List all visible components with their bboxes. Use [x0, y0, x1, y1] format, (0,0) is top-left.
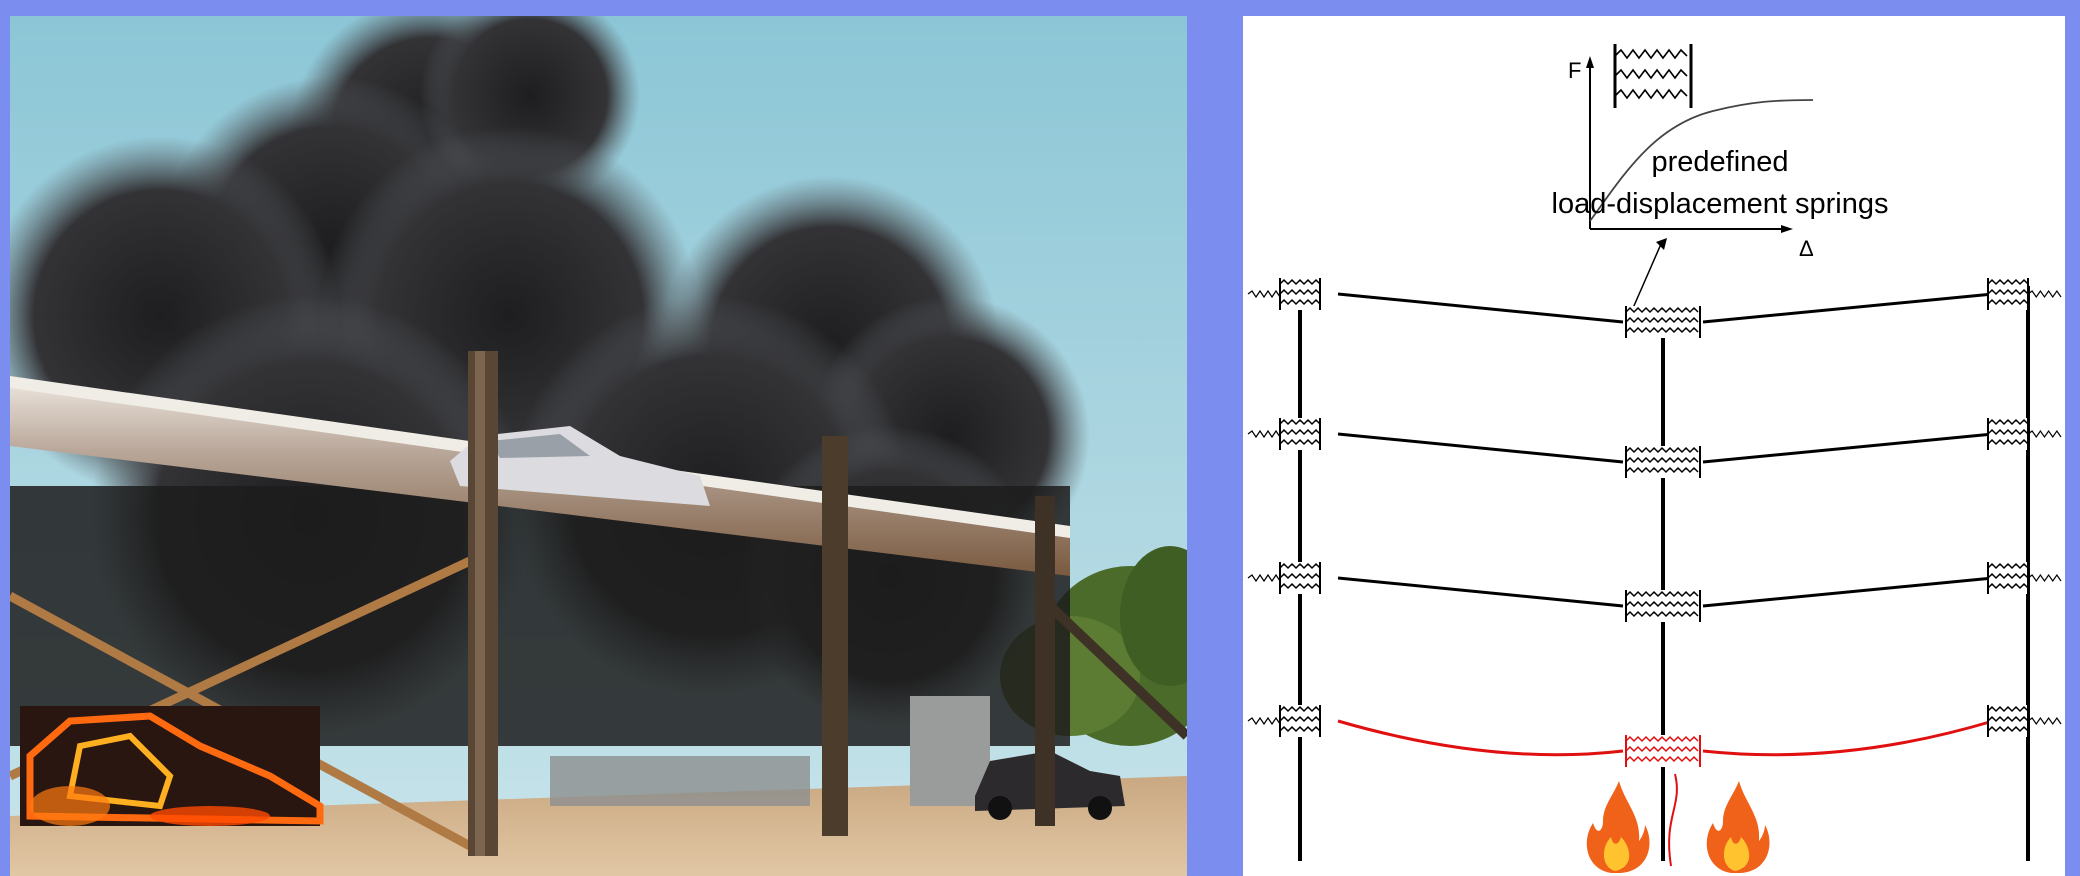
beam-end-spring: [1279, 562, 1321, 594]
concrete-support: [910, 696, 990, 806]
displacement-axis-label: Δ: [1799, 236, 1814, 261]
beam-center-spring: [1625, 735, 1701, 767]
boundary-spring: [2027, 289, 2062, 299]
boundary-spring: [1247, 429, 1281, 439]
beam-center-spring: [1625, 306, 1701, 338]
pointer-line: [1632, 243, 1662, 309]
fire-icon: [1706, 781, 1770, 873]
boundary-spring: [1247, 716, 1281, 726]
car-on-deck: [450, 426, 710, 506]
fire-test-photo-drawing: [10, 16, 1187, 876]
floor-beam: [1337, 576, 1994, 608]
fire-test-photo: [10, 16, 1187, 876]
load-displacement-inset: F Δ predefined load-displacement springs: [1552, 44, 1889, 309]
heated-beam: [1337, 719, 1994, 757]
boundary-spring: [2027, 429, 2062, 439]
structural-frame-diagram: F Δ predefined load-displacement springs: [1243, 16, 2065, 876]
ground: [10, 776, 1187, 876]
beam-end-spring: [1987, 705, 2029, 737]
frame-drawing: F Δ predefined load-displacement springs: [1247, 44, 2062, 873]
force-axis-arrow: [1586, 56, 1594, 68]
floor-beam: [1337, 292, 1994, 324]
beam-end-spring: [1987, 278, 2029, 310]
heated-column-deflection: [1668, 773, 1678, 867]
fire-icon: [1586, 781, 1650, 873]
boundary-spring: [2027, 573, 2062, 583]
floor-beam: [1337, 432, 1994, 464]
spring-icon: [1613, 44, 1693, 108]
burning-car: [20, 706, 324, 826]
caption-line-1: predefined: [1651, 146, 1788, 178]
load-displacement-curve: [1589, 99, 1814, 222]
boundary-spring: [1247, 289, 1281, 299]
caption-line-2: load-displacement springs: [1552, 188, 1889, 220]
frame-columns: [1298, 286, 2030, 861]
beam-end-spring: [1279, 278, 1321, 310]
beam-center-spring: [1625, 446, 1701, 478]
beam-end-spring: [1987, 418, 2029, 450]
floor-beams: [1247, 278, 2062, 767]
beam-end-spring: [1279, 418, 1321, 450]
boundary-spring: [1247, 573, 1281, 583]
boundary-spring: [2027, 716, 2062, 726]
beam-center-spring: [1625, 590, 1701, 622]
steel-columns: [468, 351, 1187, 856]
beam-end-spring: [1987, 562, 2029, 594]
force-axis-label: F: [1568, 58, 1581, 83]
beam-end-spring: [1279, 705, 1321, 737]
displacement-axis-arrow: [1781, 225, 1793, 233]
